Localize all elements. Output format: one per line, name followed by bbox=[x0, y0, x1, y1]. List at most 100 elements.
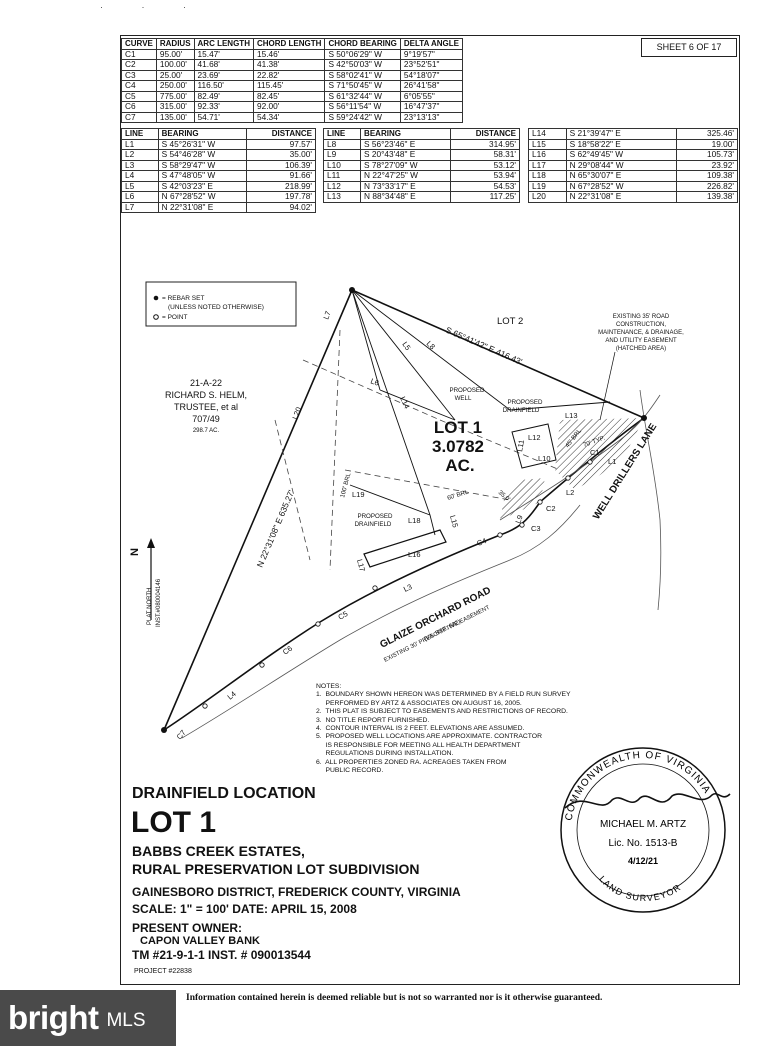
line-table-cell: 197.78' bbox=[246, 191, 316, 203]
svg-text:L3: L3 bbox=[402, 582, 413, 594]
line-table-cell: 58.31' bbox=[449, 149, 521, 161]
line-table-header-cell: LINE bbox=[322, 128, 362, 140]
svg-text:298.7 AC.: 298.7 AC. bbox=[193, 428, 220, 434]
svg-text:PROPOSED: PROPOSED bbox=[449, 387, 485, 394]
svg-text:AC.: AC. bbox=[445, 456, 474, 475]
svg-text:C5: C5 bbox=[337, 609, 350, 622]
svg-text:707/49: 707/49 bbox=[192, 414, 220, 424]
title-owner-name: CAPON VALLEY BANK bbox=[140, 935, 260, 947]
segment-labels: L1 L2 L3 L4 L5 L6 L7 L8 L9 L10 L11 L12 L… bbox=[175, 310, 617, 742]
svg-text:DRAINFIELD: DRAINFIELD bbox=[355, 521, 392, 528]
rebar-ne bbox=[349, 287, 355, 293]
note-line: PUBLIC RECORD. bbox=[316, 767, 384, 775]
seal-ring-bottom: LAND SURVEYOR bbox=[597, 874, 683, 903]
svg-text:L16: L16 bbox=[408, 550, 421, 559]
title-district: GAINESBORO DISTRICT, FREDERICK COUNTY, V… bbox=[132, 885, 461, 899]
note-line: PERFORMED BY ARTZ & ASSOCIATES ON AUGUST… bbox=[316, 699, 522, 707]
scan-marks: · · · bbox=[100, 2, 204, 12]
line-table-cell: 325.46' bbox=[675, 128, 739, 140]
seal-date: 4/12/21 bbox=[628, 856, 658, 866]
svg-text:TRUSTEE, et al: TRUSTEE, et al bbox=[174, 402, 238, 412]
seal-name: MICHAEL M. ARTZ bbox=[600, 819, 686, 830]
line-table-cell: L12 bbox=[322, 180, 362, 192]
svg-text:PROPOSED: PROPOSED bbox=[507, 399, 543, 406]
svg-text:L5: L5 bbox=[400, 340, 412, 352]
line-table-cell: 97.57' bbox=[246, 138, 316, 150]
line-table-cell: 117.25' bbox=[449, 191, 521, 203]
line-table-cell: L11 bbox=[322, 170, 362, 182]
line-table-cell: 105.73' bbox=[675, 149, 739, 161]
title-tax-map: TM #21-9-1-1 INST. # 090013544 bbox=[132, 948, 311, 962]
notes-heading: NOTES: bbox=[316, 683, 342, 690]
title-scale-date: SCALE: 1" = 100' DATE: APRIL 15, 2008 bbox=[132, 902, 357, 916]
road-edge-south bbox=[181, 504, 581, 739]
road-points bbox=[202, 459, 593, 709]
note-line: 3. NO TITLE REPORT FURNISHED. bbox=[316, 716, 430, 724]
curve-table-cell: 23°13'13" bbox=[399, 111, 464, 123]
svg-text:C3: C3 bbox=[531, 524, 541, 533]
curve-table-cell: 54.34' bbox=[252, 111, 326, 123]
svg-text:CONSTRUCTION,: CONSTRUCTION, bbox=[616, 322, 666, 328]
svg-text:C2: C2 bbox=[546, 504, 556, 513]
title-subdivision-type: RURAL PRESERVATION LOT SUBDIVISION bbox=[132, 861, 420, 877]
svg-text:WELL: WELL bbox=[455, 395, 472, 402]
svg-text:RICHARD S. HELM,: RICHARD S. HELM, bbox=[165, 390, 247, 400]
svg-text:C1: C1 bbox=[590, 448, 600, 457]
lot-boundary bbox=[163, 289, 645, 731]
easement-hatch bbox=[555, 418, 644, 490]
line-table-cell: 226.82' bbox=[675, 180, 739, 192]
north-arrow: N PLAT NORTH INST.#080004146 bbox=[129, 538, 162, 627]
svg-text:L9: L9 bbox=[513, 514, 524, 525]
easement-hatch-2 bbox=[500, 478, 545, 520]
line-table-header-cell: DISTANCE bbox=[449, 128, 521, 140]
logo-suffix: MLS bbox=[106, 1010, 146, 1031]
line-table-cell: L9 bbox=[322, 149, 362, 161]
line-table-cell: L10 bbox=[322, 159, 362, 171]
svg-text:21-A-22: 21-A-22 bbox=[190, 378, 222, 388]
adjoiner-note: 21-A-22 RICHARD S. HELM, TRUSTEE, et al … bbox=[165, 378, 247, 434]
logo-brand: bright bbox=[8, 999, 99, 1036]
rebar-sw bbox=[161, 727, 167, 733]
plat-notes: NOTES: 1. BOUNDARY SHOWN HEREON WAS DETE… bbox=[316, 683, 621, 775]
setback-lines bbox=[274, 329, 561, 571]
legend-box bbox=[145, 281, 297, 327]
svg-text:L11: L11 bbox=[515, 439, 526, 452]
curve-table-cell: 54.71' bbox=[193, 111, 254, 123]
rebar-symbol bbox=[153, 295, 159, 301]
easement-leader bbox=[599, 351, 616, 421]
title-lot: LOT 1 bbox=[131, 806, 217, 839]
interior-lines bbox=[349, 289, 611, 536]
curve-table-cell: S 59°24'42" W bbox=[324, 111, 401, 123]
note-line: REGULATIONS DURING INSTALLATION. bbox=[316, 750, 454, 758]
disclaimer: Information contained herein is deemed r… bbox=[186, 993, 603, 1003]
svg-text:EXISTING 35' ROAD: EXISTING 35' ROAD bbox=[613, 314, 670, 320]
note-line: 2. THIS PLAT IS SUBJECT TO EASEMENTS AND… bbox=[316, 708, 568, 716]
drainfield-north-label: PROPOSED DRAINFIELD bbox=[503, 399, 543, 414]
svg-text:PROPOSED: PROPOSED bbox=[357, 513, 393, 520]
lot1-label: LOT 1 3.0782 AC. bbox=[432, 418, 484, 475]
line-table-header-cell: DISTANCE bbox=[246, 128, 316, 140]
line-table-cell: 109.38' bbox=[675, 170, 739, 182]
svg-text:L15: L15 bbox=[448, 514, 460, 528]
note-line: 5. PROPOSED WELL LOCATIONS ARE APPROXIMA… bbox=[316, 733, 542, 741]
drainfield-north bbox=[511, 423, 557, 469]
road-boundary-line bbox=[163, 417, 645, 731]
